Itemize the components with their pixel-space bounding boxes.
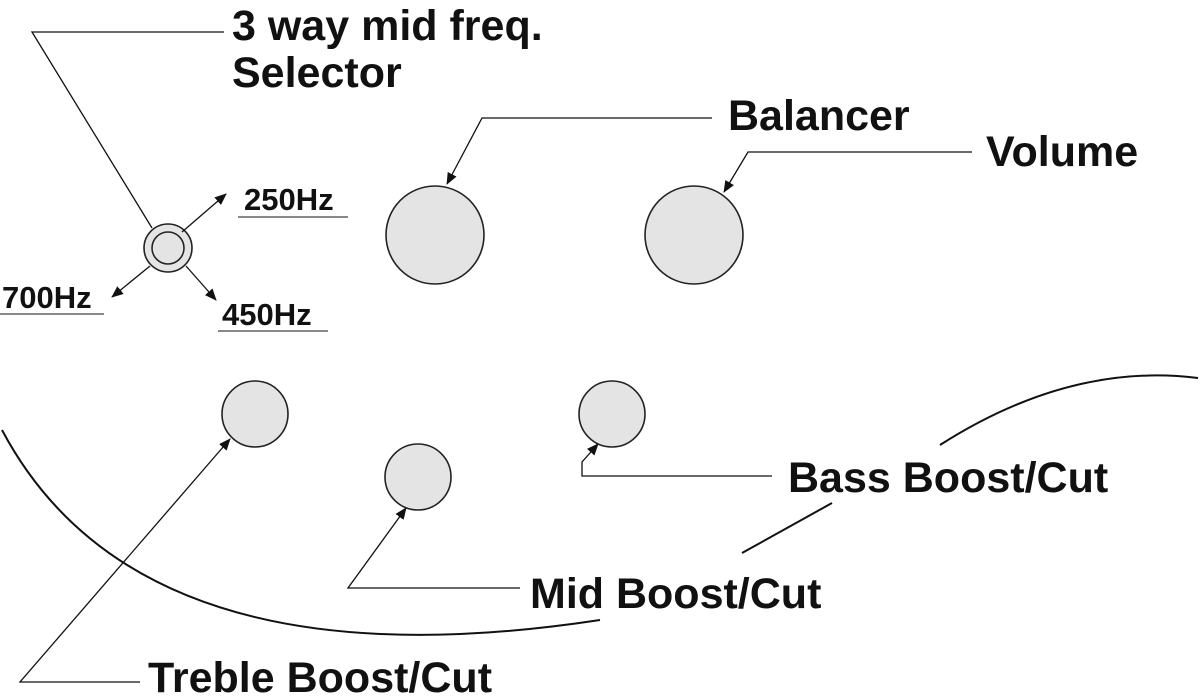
- freq-700hz-label: 700Hz: [2, 280, 92, 315]
- bass-knob[interactable]: [578, 380, 646, 448]
- freq-250hz-label: 250Hz: [244, 182, 334, 217]
- balancer-leader: [446, 117, 712, 185]
- freq-450hz-label: 450Hz: [222, 297, 312, 332]
- arrow-250hz: [181, 193, 227, 233]
- mid-label: Mid Boost/Cut: [530, 570, 821, 618]
- volume-knob[interactable]: [644, 185, 744, 285]
- arrow-450hz: [185, 265, 217, 301]
- balancer-knob[interactable]: [385, 185, 485, 285]
- treble-leader: [18, 438, 231, 683]
- mid-knob[interactable]: [384, 443, 452, 511]
- treble-label: Treble Boost/Cut: [148, 654, 492, 697]
- body-outline-lower: [1, 429, 601, 636]
- body-outline-right-lower: [741, 502, 833, 554]
- treble-knob[interactable]: [221, 380, 289, 448]
- volume-label: Volume: [986, 128, 1138, 176]
- selector-label-line1: 3 way mid freq.: [232, 2, 543, 50]
- balancer-label: Balancer: [728, 92, 910, 140]
- arrow-700hz: [111, 265, 151, 298]
- selector-switch[interactable]: [143, 223, 193, 273]
- bass-leader: [581, 443, 772, 477]
- selector-leader: [30, 31, 224, 229]
- selector-label-line2: Selector: [232, 49, 402, 97]
- body-outline-right-upper: [939, 374, 1199, 446]
- bass-label: Bass Boost/Cut: [788, 454, 1108, 502]
- volume-leader: [723, 151, 972, 193]
- mid-leader: [346, 507, 520, 589]
